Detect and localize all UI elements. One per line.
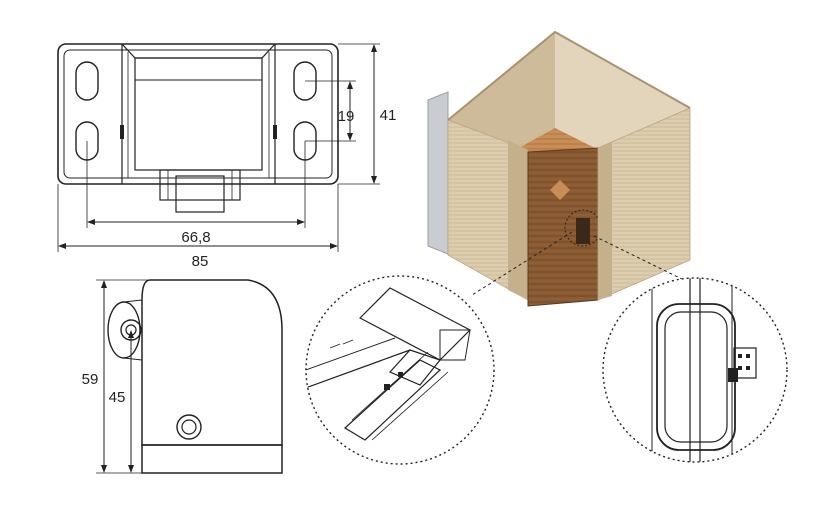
dim-overall-depth: 41 [371, 44, 396, 184]
dim-hole-spacing-horizontal: 66,8 [87, 219, 305, 246]
outer-outline [57, 43, 339, 185]
latch-detail-icon [733, 347, 757, 379]
slot-top-left [75, 61, 99, 101]
top-view [57, 43, 380, 252]
housing-body [134, 57, 263, 171]
side-body [141, 279, 283, 446]
leader-line-left [471, 231, 573, 296]
dim-overall-height: 59 [82, 280, 107, 473]
dim-label-41: 41 [380, 107, 397, 124]
dim-axis-height: 45 [109, 330, 134, 473]
roller-icon [107, 301, 141, 359]
door-latch-icon [576, 218, 590, 244]
inner-outline [63, 49, 333, 179]
dim-label-85: 85 [192, 253, 209, 270]
screw-hole-icon [176, 414, 202, 440]
side-base [141, 444, 283, 474]
dim-label-59: 59 [82, 371, 99, 388]
dim-overall-width: 85 [58, 243, 338, 270]
detail-view-front [602, 277, 788, 463]
glass-panel [427, 91, 449, 255]
dim-label-66-8: 66,8 [181, 229, 210, 246]
detail-view-top [305, 275, 495, 465]
dim-label-45: 45 [109, 389, 126, 406]
dim-label-19: 19 [338, 108, 355, 125]
sauna-render [427, 30, 691, 307]
door-window [550, 180, 570, 200]
latch-tab [159, 169, 241, 201]
side-view [96, 279, 283, 474]
dim-hole-spacing-vertical: 19 [338, 81, 355, 141]
